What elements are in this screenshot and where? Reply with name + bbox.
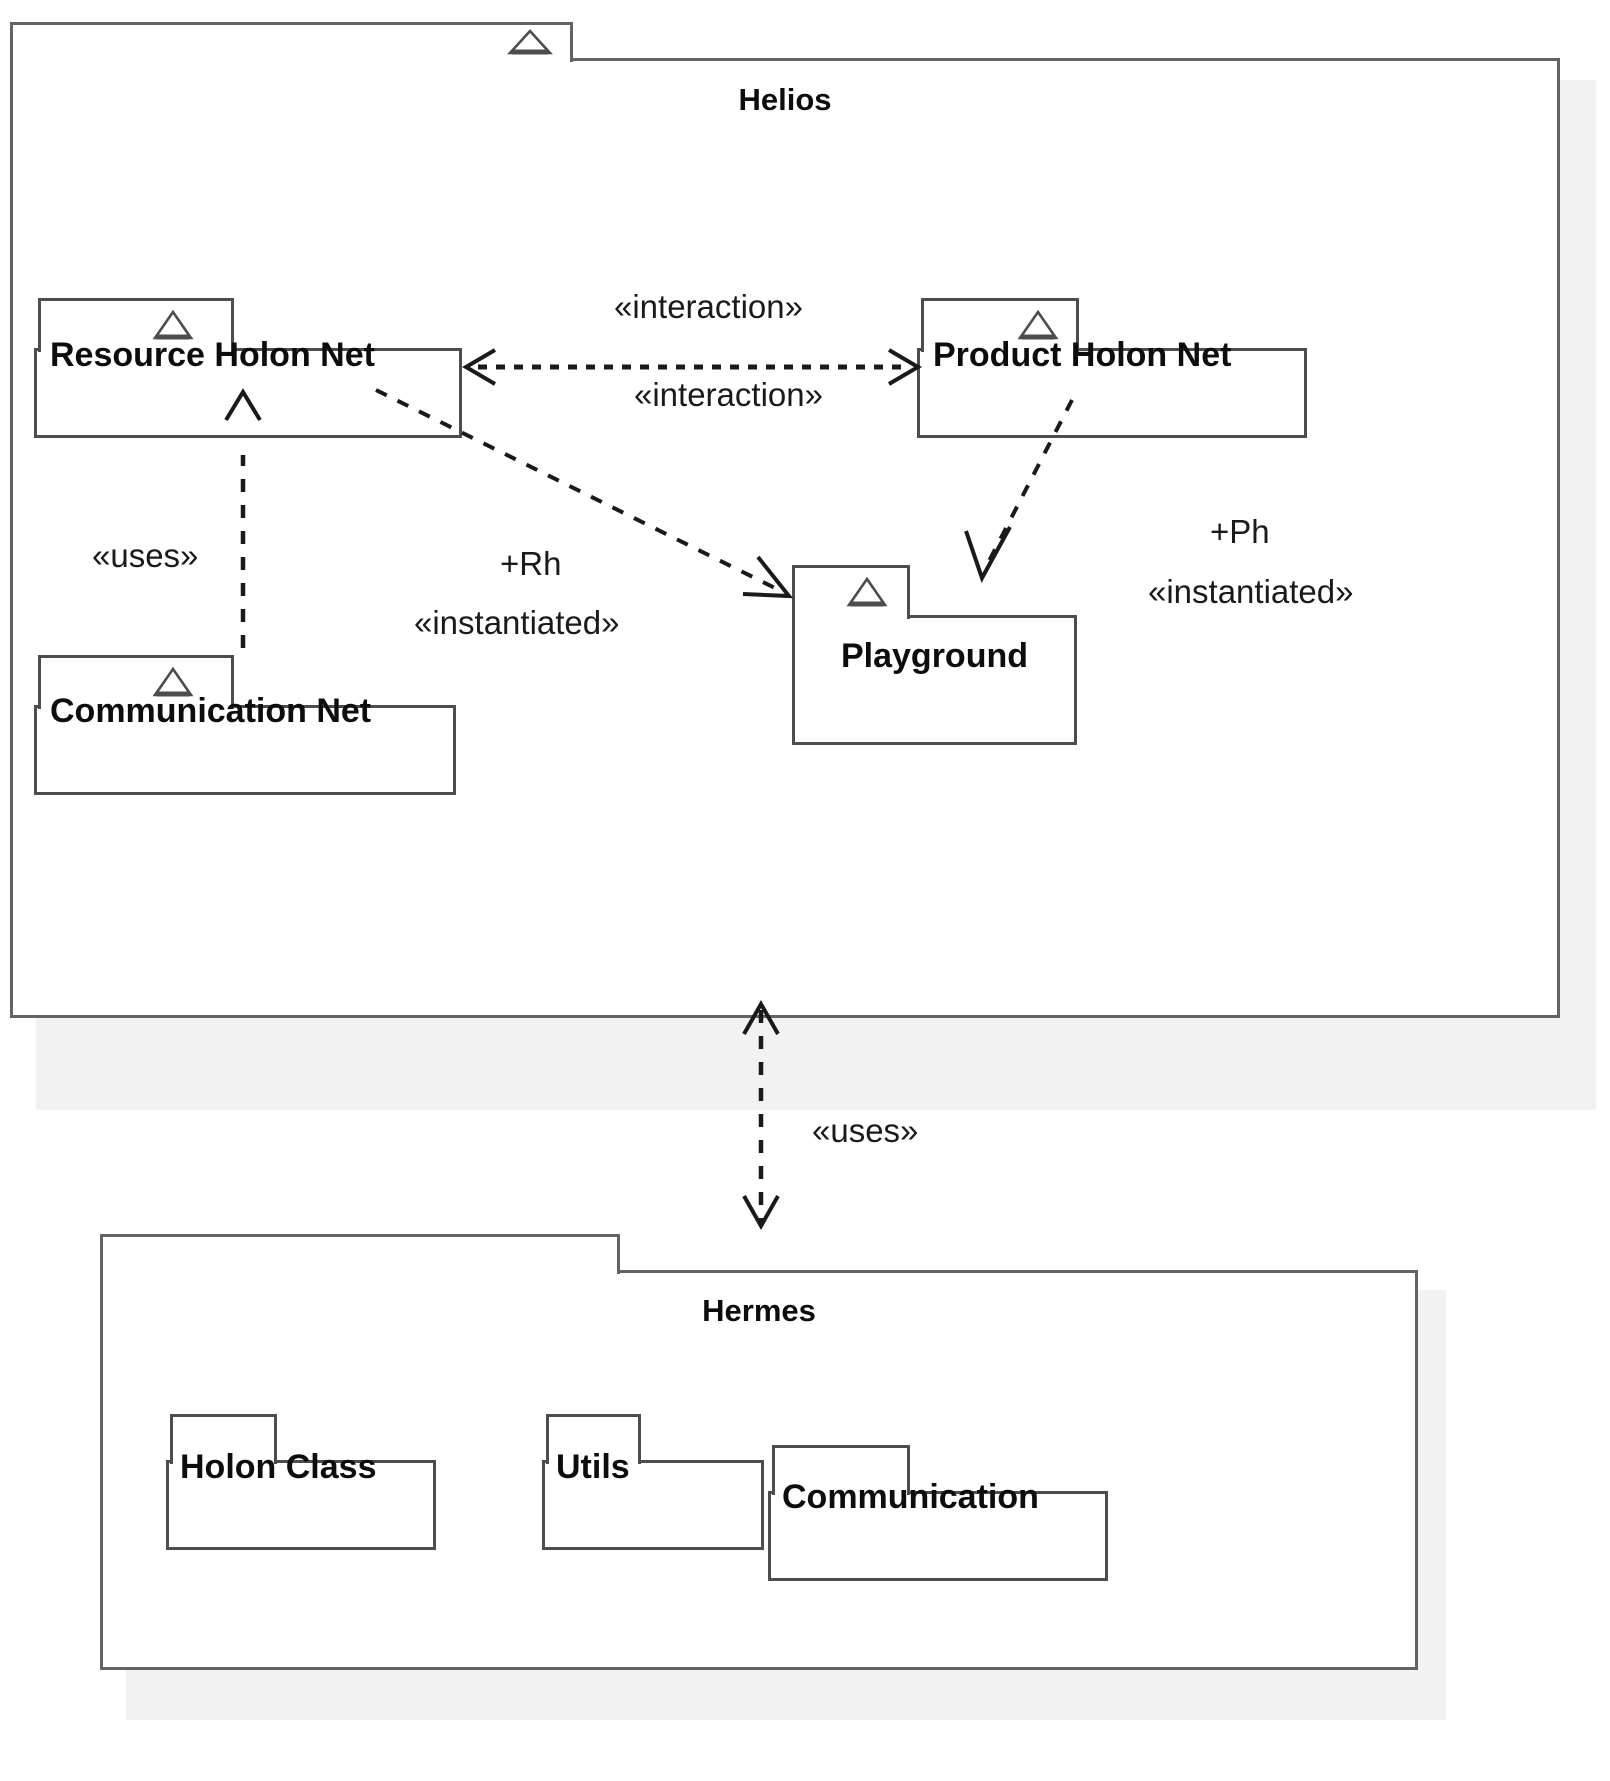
package-holon-class-tab: [170, 1414, 277, 1464]
package-helios-triangle-icon: [507, 29, 553, 55]
package-communication-net-body: [34, 705, 456, 795]
package-playground-tab: [792, 565, 910, 619]
package-communication-tab: [772, 1445, 910, 1495]
package-utils-tab: [546, 1414, 641, 1464]
package-product-holon-net-tab: [921, 298, 1079, 352]
package-resource-holon-net-triangle-icon: [152, 309, 194, 340]
package-playground-body: [792, 615, 1077, 745]
package-product-holon-net-triangle-icon: [1017, 309, 1059, 340]
package-resource-holon-net-tab: [38, 298, 234, 352]
package-communication-net-triangle-icon: [152, 666, 194, 697]
package-communication-body: [768, 1491, 1108, 1581]
edge-label-uses-hermes-helios: «uses»: [812, 1112, 919, 1149]
package-resource-holon-net-body: [34, 348, 462, 438]
package-helios-tab: [10, 22, 573, 62]
package-holon-class-body: [166, 1460, 436, 1550]
package-helios-body: [10, 58, 1560, 1018]
package-playground-triangle-icon: [846, 576, 888, 607]
package-utils-body: [542, 1460, 764, 1550]
package-hermes-tab: [100, 1234, 620, 1274]
package-product-holon-net-body: [917, 348, 1307, 438]
package-communication-net-tab: [38, 655, 234, 709]
